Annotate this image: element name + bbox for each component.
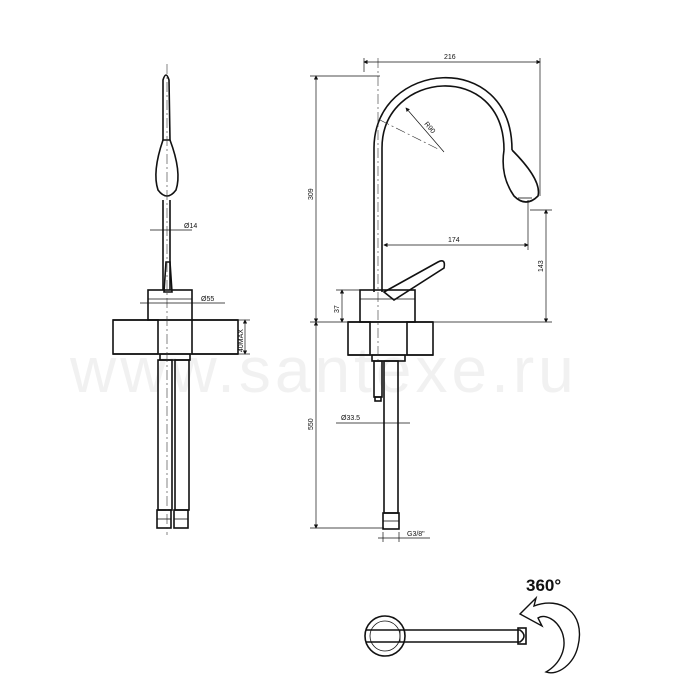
top-view [364,615,527,657]
front-view-dimensions: 216 R90 174 143 309 37 550 Ø33.5 G3/8" [308,54,552,542]
shank-diameter-label: Ø33.5 [341,415,360,422]
base-height-label: 37 [334,305,341,313]
front-view [347,58,540,530]
side-view-dimensions: Ø14 Ø55 40MAX [140,223,250,355]
spout-width-label: 216 [444,54,456,61]
total-height-label: 309 [308,188,315,200]
hose-length-label: 550 [308,418,315,430]
side-view [112,64,239,535]
outlet-height-label: 143 [538,260,545,272]
watermark-text: www.santexe.ru [69,334,578,406]
stem-diameter-label: Ø14 [184,223,197,230]
rotation-label: 360° [526,576,561,595]
spout-projection-label: 174 [448,237,460,244]
base-diameter-label: Ø55 [201,296,214,303]
hose-connection-label: G3/8" [407,531,425,538]
rotation-indicator: 360° [518,576,581,674]
spout-radius-label: R90 [422,121,436,135]
max-deck-thickness-label: 40MAX [238,329,245,352]
